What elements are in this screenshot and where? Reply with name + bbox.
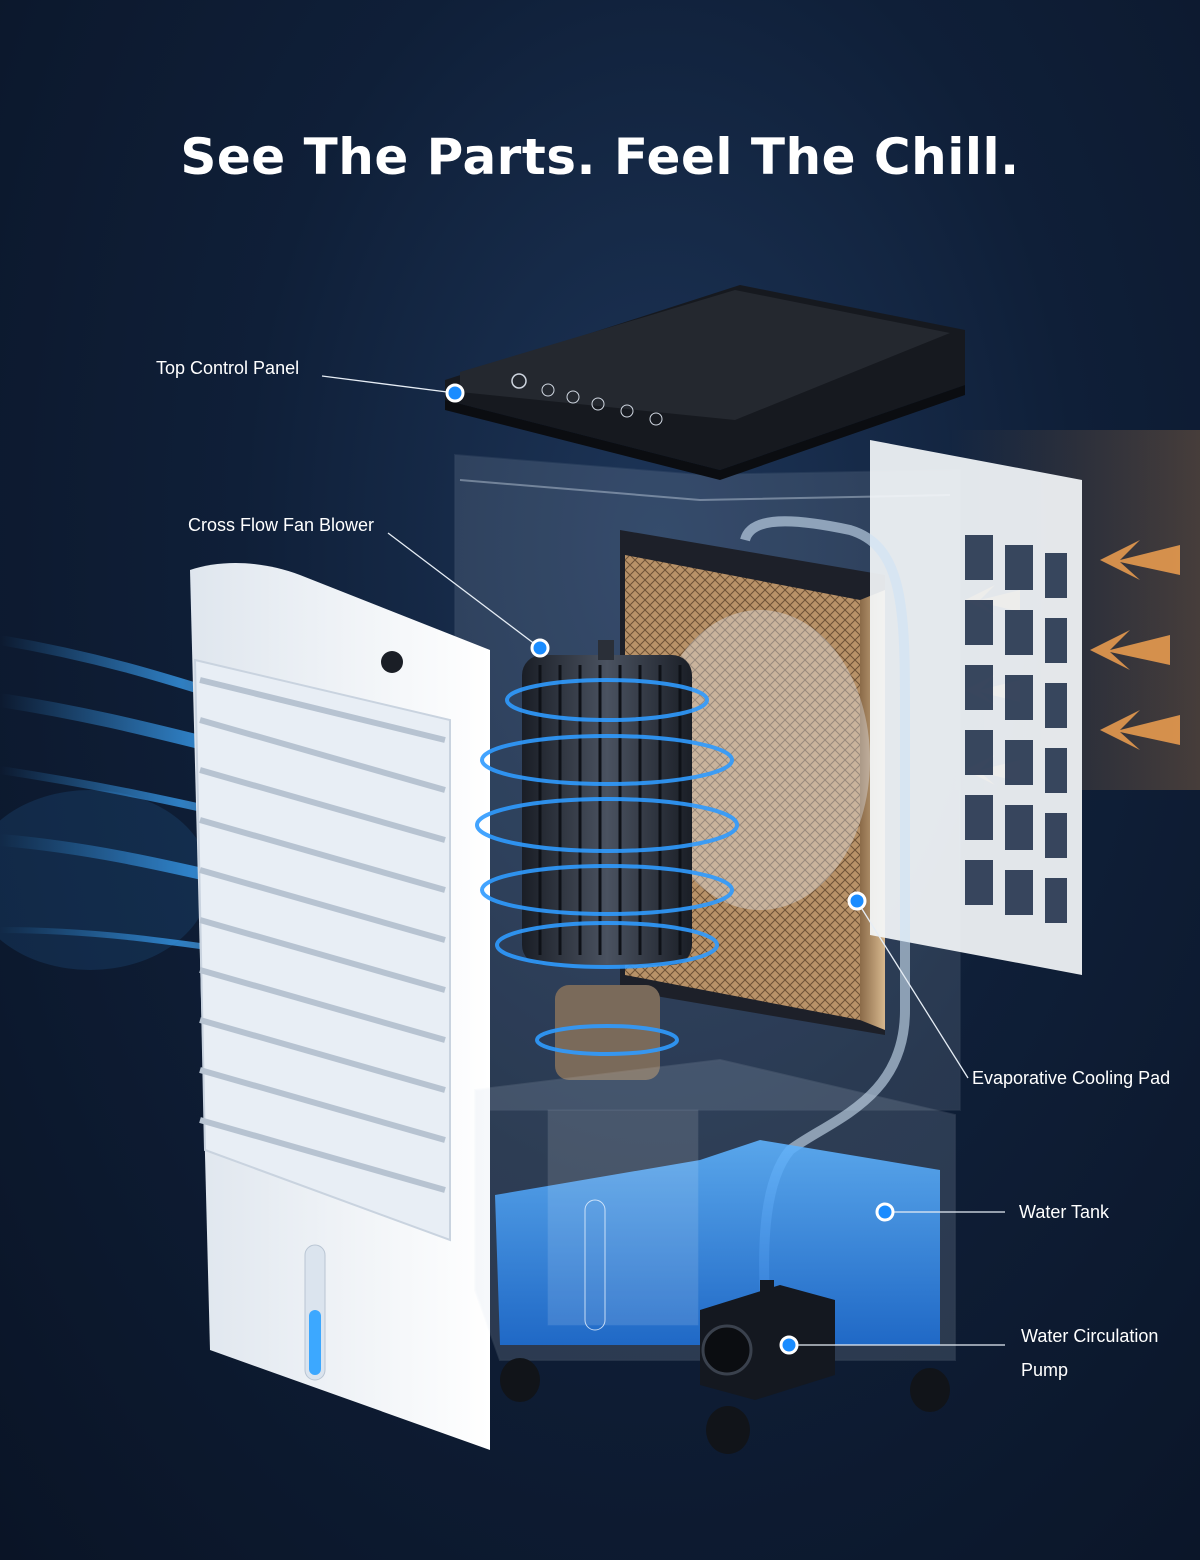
speed-button — [541, 383, 555, 397]
callout-cross-flow-fan-blower: Cross Flow Fan Blower — [188, 515, 375, 535]
callout-markers — [445, 383, 895, 1355]
swing-button — [649, 412, 663, 426]
callout-evaporative-cooling-pad: Evaporative Cooling Pad — [972, 1068, 1171, 1088]
mode-button — [591, 397, 605, 411]
rear-filter-grid — [870, 440, 1082, 975]
cross-flow-fan — [475, 640, 739, 1080]
water-tank — [474, 1058, 956, 1361]
marker-cross-flow-fan — [530, 638, 550, 658]
front-louver-panel — [190, 563, 490, 1450]
caster-wheels — [500, 1358, 950, 1454]
timer-button — [566, 390, 580, 404]
marker-cooling-pad — [847, 891, 867, 911]
callout-lines — [321, 375, 1005, 1346]
control-panel-buttons — [511, 373, 663, 426]
callout-water-circulation-pump-line2: Pump — [1021, 1360, 1069, 1380]
top-control-panel — [445, 285, 965, 480]
callout-water-circulation-pump-line1: Water Circulation — [1021, 1326, 1159, 1346]
callout-top-control-panel: Top Control Panel — [156, 358, 300, 378]
cool-air-flow — [0, 635, 322, 970]
power-button — [511, 373, 527, 389]
marker-pump — [779, 1335, 799, 1355]
marker-top-control-panel — [445, 383, 465, 403]
cool-button — [620, 404, 634, 418]
headline: See The Parts. Feel The Chill. — [180, 128, 1020, 186]
marker-water-tank — [875, 1202, 895, 1222]
callout-water-tank: Water Tank — [1019, 1202, 1110, 1222]
water-circulation-pump — [700, 1280, 835, 1400]
